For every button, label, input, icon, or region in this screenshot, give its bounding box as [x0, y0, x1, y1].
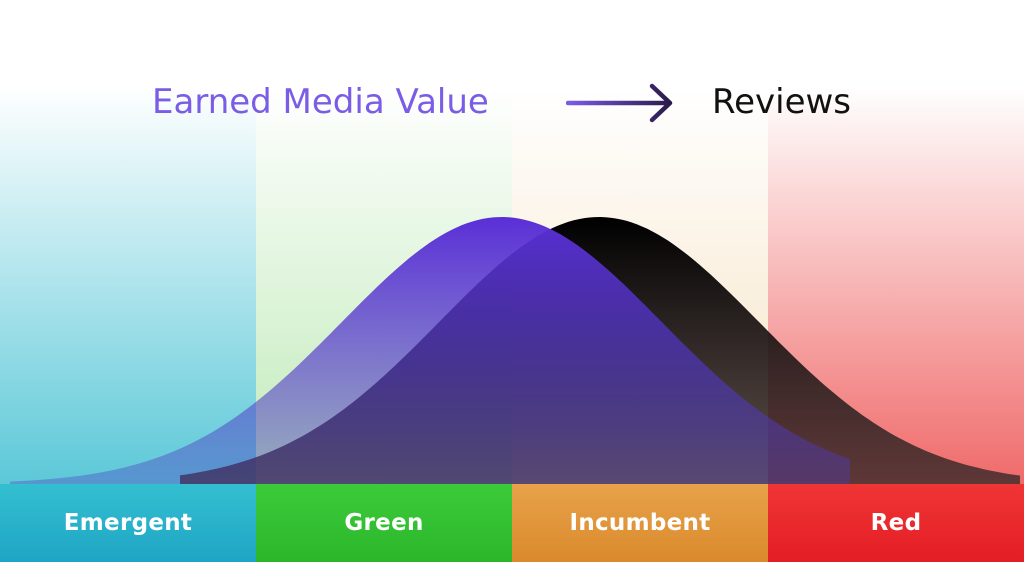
arrow-right-icon: [566, 83, 673, 123]
column-emergent: [0, 0, 256, 484]
title-row: Earned Media Value Reviews: [0, 78, 1024, 128]
reviews-title: Reviews: [712, 82, 852, 122]
segment-label-green: Green: [256, 484, 512, 562]
segment-label-emergent: Emergent: [0, 484, 256, 562]
segment-label-incumbent: Incumbent: [512, 484, 768, 562]
earned-media-value-curve: [10, 217, 850, 484]
segment-label-red: Red: [768, 484, 1024, 562]
earned-media-value-title: Earned Media Value: [152, 82, 489, 122]
